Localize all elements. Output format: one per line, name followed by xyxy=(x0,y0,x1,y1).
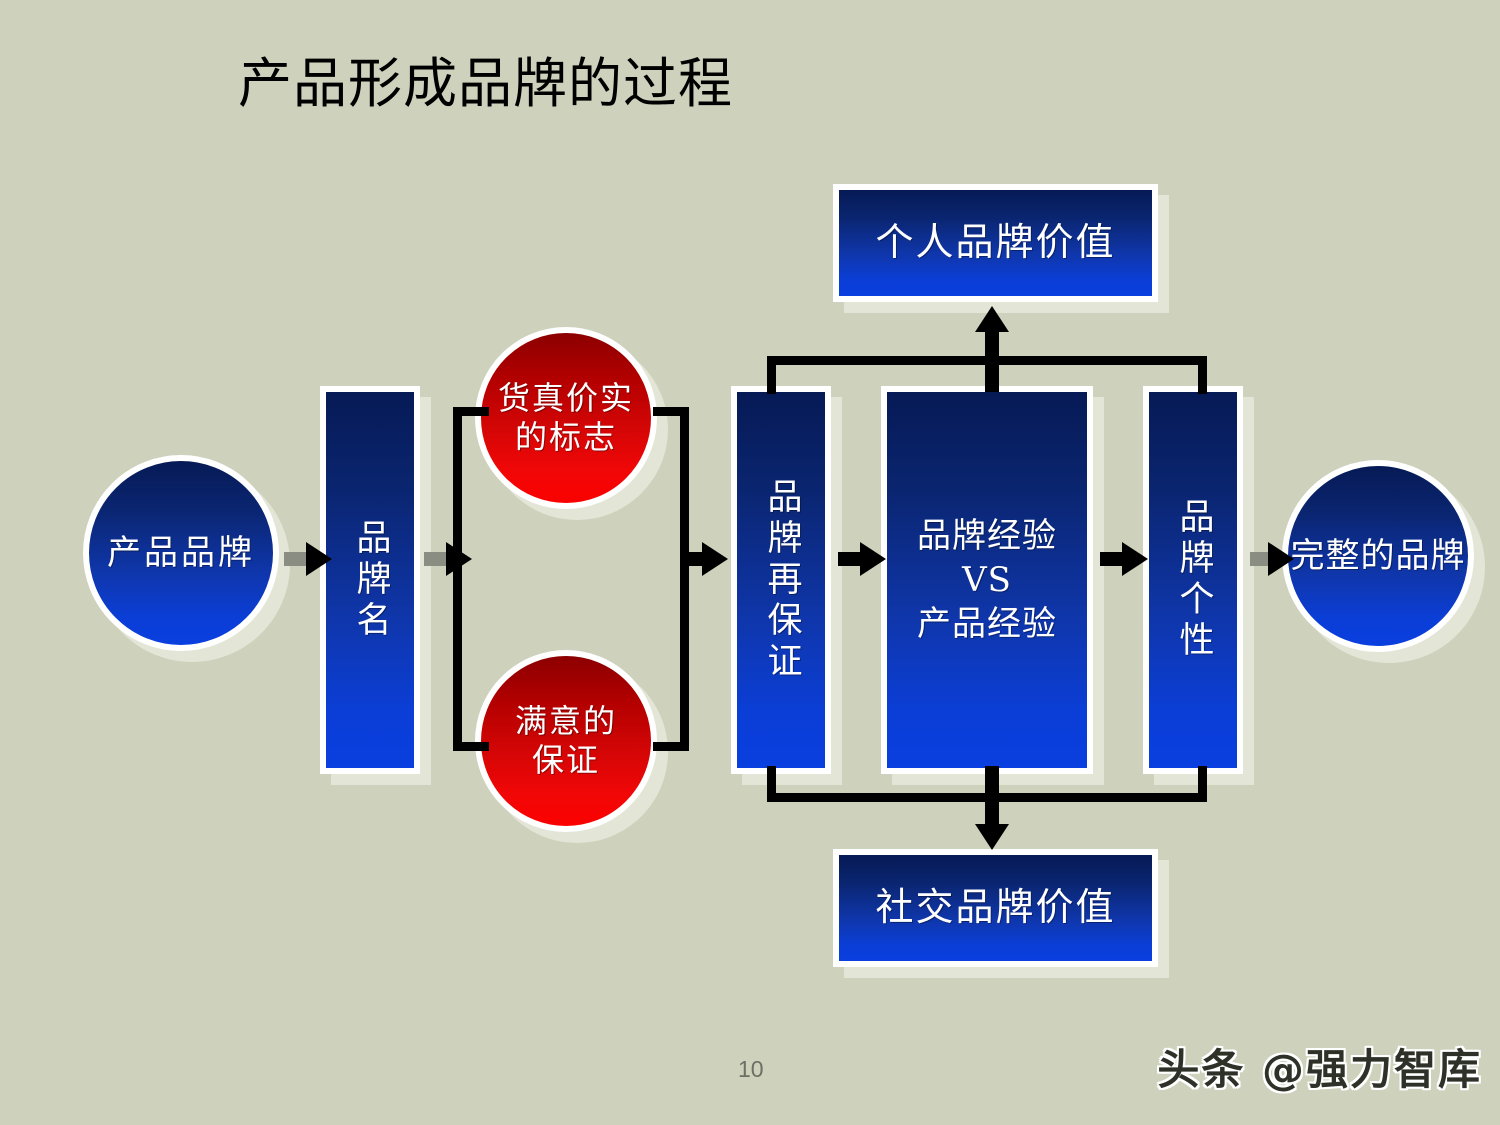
bracket-left-bottom xyxy=(453,742,489,751)
watermark-label: 头条 @强力智库 xyxy=(1157,1045,1482,1094)
node-face: 满意的 保证 xyxy=(475,650,657,832)
node-face: 货真价实 的标志 xyxy=(475,327,657,509)
node-social-brand-value[interactable]: 社交品牌价值 xyxy=(833,849,1169,978)
top-bracket-arrowhead xyxy=(975,306,1009,332)
bracket-right-top xyxy=(653,407,689,416)
top-bracket-leg-left xyxy=(767,356,776,394)
node-face: 品牌经验 VS 产品经验 xyxy=(881,386,1093,774)
arrow-tail-2 xyxy=(424,552,450,566)
bracket-right-vertical xyxy=(680,407,689,751)
bottom-bracket-stem xyxy=(985,766,999,831)
node-label-satisfaction-guarantee: 满意的 保证 xyxy=(514,701,617,779)
top-bracket-leg-right xyxy=(1198,356,1207,394)
node-satisfaction-guarantee[interactable]: 满意的 保证 xyxy=(475,650,668,843)
arrow-head-6 xyxy=(1268,542,1294,576)
bracket-left-top xyxy=(453,407,489,416)
node-brand-reassurance[interactable]: 品牌再保证 xyxy=(731,386,842,785)
node-personal-brand-value[interactable]: 个人品牌价值 xyxy=(833,184,1169,313)
node-genuine-mark[interactable]: 货真价实 的标志 xyxy=(475,327,668,520)
node-face: 社交品牌价值 xyxy=(833,849,1158,967)
node-face: 品牌个性 xyxy=(1143,386,1243,774)
node-label-brand-reassurance: 品牌再保证 xyxy=(761,477,802,683)
page-number: 10 xyxy=(738,1056,764,1082)
bottom-bracket-leg-right xyxy=(1198,766,1207,802)
arrow-head-4 xyxy=(860,542,886,576)
node-face: 品牌再保证 xyxy=(731,386,831,774)
page-title: 产品形成品牌的过程 xyxy=(238,52,733,115)
node-label-brand-vs-product: 品牌经验 VS 产品经验 xyxy=(917,515,1057,645)
node-brand-personality[interactable]: 品牌个性 xyxy=(1143,386,1254,785)
arrow-tail-1 xyxy=(284,552,310,566)
node-brand-vs-product[interactable]: 品牌经验 VS 产品经验 xyxy=(881,386,1104,785)
top-bracket-stem xyxy=(985,330,999,392)
bottom-bracket-leg-left xyxy=(767,766,776,802)
node-label-complete-brand: 完整的品牌 xyxy=(1290,535,1466,576)
node-label-brand-name: 品牌名 xyxy=(350,518,391,642)
arrow-head-1 xyxy=(306,542,332,576)
bracket-left-vertical xyxy=(453,407,462,751)
node-face: 个人品牌价值 xyxy=(833,184,1158,302)
bracket-right-bottom xyxy=(653,742,689,751)
node-label-personal-brand-value: 个人品牌价值 xyxy=(875,220,1116,265)
node-face: 品牌名 xyxy=(320,386,420,774)
arrow-head-3 xyxy=(702,542,728,576)
node-brand-name[interactable]: 品牌名 xyxy=(320,386,431,785)
node-face: 完整的品牌 xyxy=(1282,460,1474,652)
node-complete-brand[interactable]: 完整的品牌 xyxy=(1282,460,1485,663)
bottom-bracket-arrowhead xyxy=(975,824,1009,850)
node-face: 产品品牌 xyxy=(83,455,279,651)
node-label-brand-personality: 品牌个性 xyxy=(1173,498,1214,662)
node-label-genuine-mark: 货真价实 的标志 xyxy=(497,378,634,456)
node-label-product-brand: 产品品牌 xyxy=(107,532,255,573)
node-product-brand[interactable]: 产品品牌 xyxy=(83,455,290,662)
node-label-social-brand-value: 社交品牌价值 xyxy=(875,885,1116,930)
arrow-head-2 xyxy=(446,542,472,576)
arrow-head-5 xyxy=(1122,542,1148,576)
